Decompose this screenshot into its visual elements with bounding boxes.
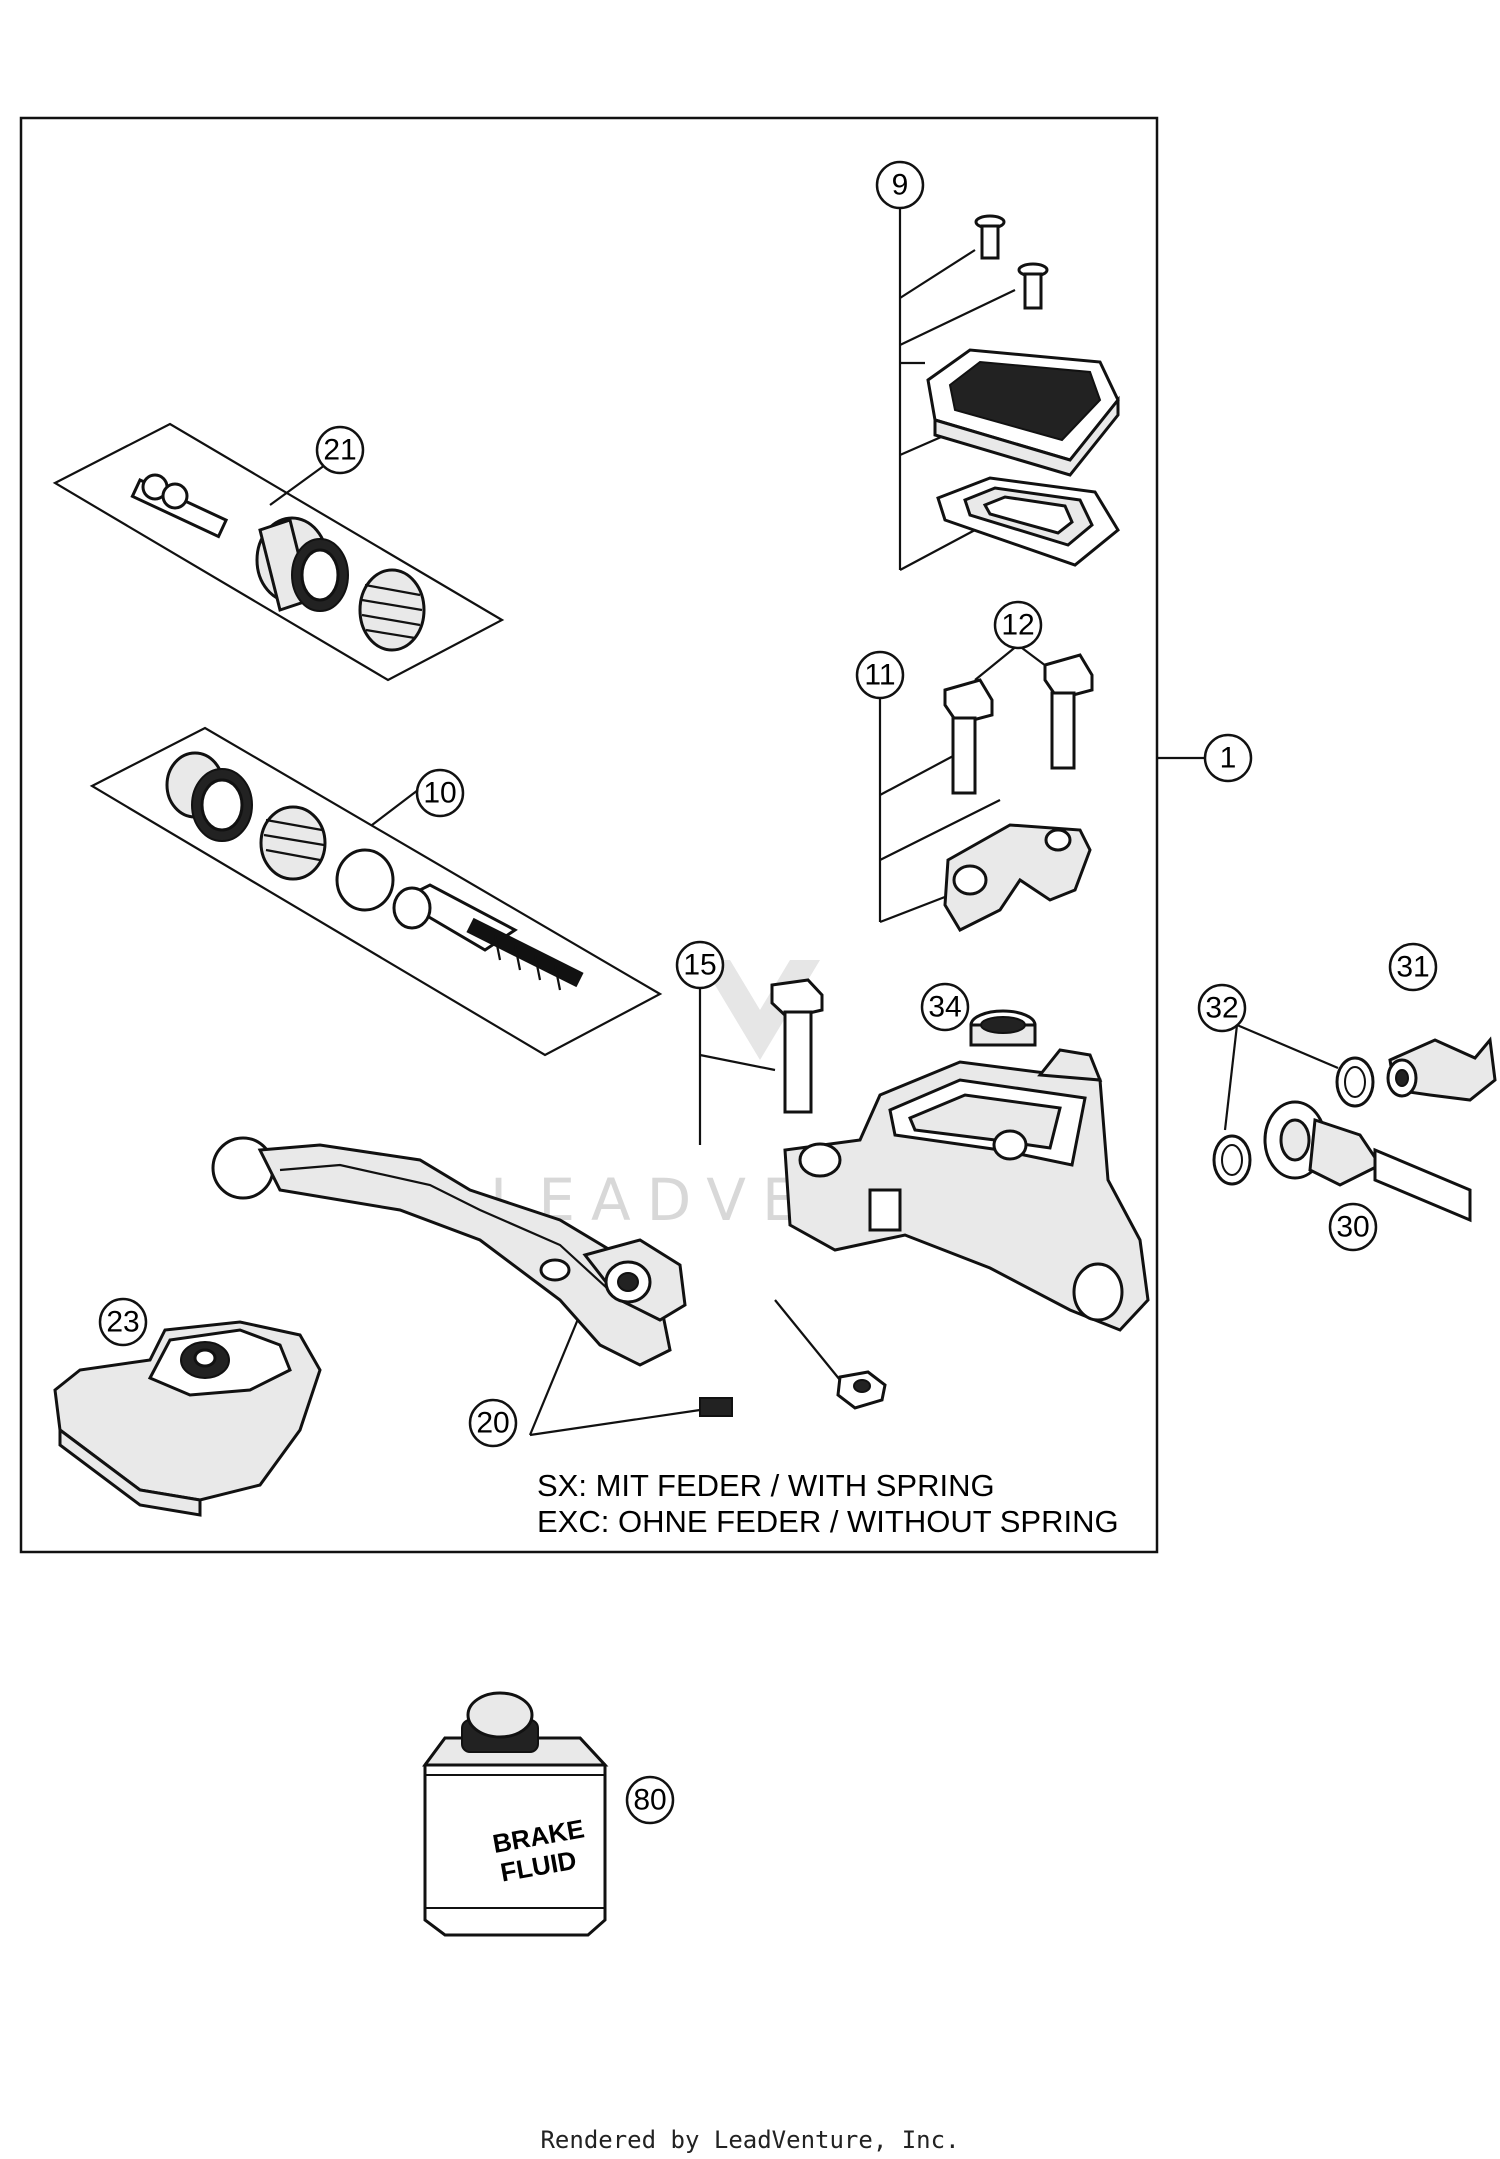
spring-icon — [358, 568, 426, 652]
callout-80[interactable]: 80 — [625, 1775, 675, 1825]
part-34 — [969, 1009, 1037, 1047]
svg-text:12: 12 — [1001, 609, 1034, 642]
svg-text:15: 15 — [683, 949, 716, 982]
svg-text:1: 1 — [1220, 742, 1237, 775]
assembly-frame — [19, 116, 1159, 1554]
part-group-9 — [898, 205, 1120, 571]
callout-20[interactable]: 20 — [468, 1398, 518, 1448]
callout-12[interactable]: 12 — [993, 600, 1043, 650]
callout-31[interactable]: 31 — [1388, 942, 1438, 992]
pin-icon — [699, 1397, 733, 1417]
part-31 — [1386, 1036, 1497, 1102]
footer-credit: Rendered by LeadVenture, Inc. — [540, 2126, 960, 2154]
callout-23[interactable]: 23 — [98, 1297, 148, 1347]
part-group-10 — [89, 726, 663, 1057]
bolt-icon — [770, 978, 824, 1114]
part-group-30-32 — [1212, 1023, 1472, 1223]
callout-9[interactable]: 9 — [875, 160, 925, 210]
piston-icon — [392, 883, 584, 991]
svg-text:20: 20 — [476, 1407, 509, 1440]
screw-icon — [1017, 262, 1049, 310]
part-group-15 — [698, 978, 887, 1410]
part-23 — [53, 1320, 322, 1517]
brake-lever-icon — [211, 1136, 687, 1367]
svg-text:32: 32 — [1205, 992, 1238, 1025]
banjo-bolt-icon — [1386, 1036, 1497, 1102]
brake-hose-icon — [1263, 1100, 1472, 1223]
bolt-icon — [943, 678, 994, 795]
svg-text:23: 23 — [106, 1306, 139, 1339]
master-cylinder-body-icon — [783, 1048, 1150, 1332]
svg-text:10: 10 — [423, 777, 456, 810]
diaphragm-icon — [936, 476, 1120, 567]
callout-34[interactable]: 34 — [920, 982, 970, 1032]
seal-cup-icon — [165, 751, 253, 842]
svg-text:30: 30 — [1336, 1211, 1369, 1244]
callout-11[interactable]: 11 — [855, 650, 905, 700]
part-group-20 — [211, 1136, 733, 1437]
screw-icon — [974, 214, 1006, 260]
callout-30[interactable]: 30 — [1328, 1202, 1378, 1252]
svg-text:80: 80 — [633, 1784, 666, 1817]
seal-cup-icon — [255, 516, 349, 612]
callout-10[interactable]: 10 — [415, 768, 465, 818]
washer-icon — [1212, 1134, 1252, 1186]
washer-icon — [1335, 1056, 1375, 1108]
note-line-1: SX: MIT FEDER / WITH SPRING — [537, 1468, 995, 1503]
piston-icon — [130, 473, 229, 539]
callout-32[interactable]: 32 — [1197, 983, 1247, 1033]
reservoir-cover-icon — [926, 348, 1120, 477]
nut-icon — [836, 1370, 887, 1410]
brake-fluid-bottle-icon: BRAKE FLUID — [422, 1691, 609, 1937]
part-group-11-12 — [878, 644, 1094, 932]
note-line-2: EXC: OHNE FEDER / WITHOUT SPRING — [537, 1504, 1119, 1539]
callout-21[interactable]: 21 — [315, 425, 365, 475]
circlip-icon — [335, 848, 395, 912]
svg-text:31: 31 — [1396, 951, 1429, 984]
svg-text:34: 34 — [928, 991, 961, 1024]
callout-1[interactable]: 1 — [1203, 733, 1253, 783]
part-group-21 — [52, 422, 505, 682]
spring-icon — [259, 805, 327, 881]
svg-text:11: 11 — [864, 659, 895, 692]
svg-text:21: 21 — [323, 434, 356, 467]
clamp-icon — [943, 823, 1092, 932]
bolt-icon — [1043, 653, 1094, 770]
callout-15[interactable]: 15 — [675, 940, 725, 990]
svg-text:9: 9 — [892, 169, 909, 202]
